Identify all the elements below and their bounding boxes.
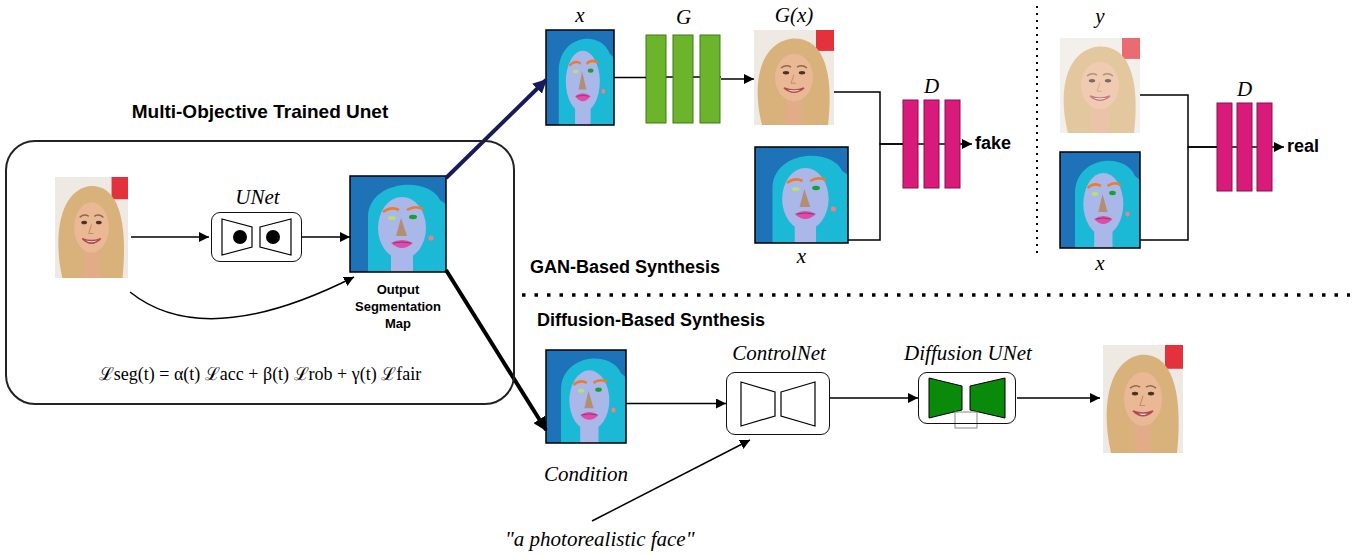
section-title: GAN-Based Synthesis	[530, 257, 720, 277]
skip-block	[955, 412, 977, 428]
generator-bar	[646, 35, 666, 123]
label-slot: Diffusion-Based Synthesis	[537, 310, 765, 331]
face-image	[1103, 345, 1183, 453]
group-box: Multi-Objective Trained Unetℒseg(t) = α(…	[5, 140, 515, 405]
connector	[848, 144, 903, 240]
connector	[1140, 95, 1217, 147]
node-label: x	[1070, 252, 1130, 275]
image-node: x	[546, 30, 614, 125]
connector	[721, 78, 754, 80]
node-label: Condition	[516, 463, 656, 486]
connector	[626, 403, 726, 405]
encoder-shape	[741, 382, 775, 426]
label-slot: fake	[975, 133, 1011, 154]
decoder-shape	[781, 382, 815, 426]
node-label: x	[772, 245, 832, 268]
image-node: G(x)	[754, 30, 834, 125]
dot	[266, 230, 280, 244]
face-image	[754, 30, 834, 125]
node-label: D	[1215, 78, 1275, 101]
label-slot: "a photorealistic face"	[505, 527, 695, 552]
label-slot: real	[1287, 136, 1319, 157]
image-node: x	[755, 147, 848, 243]
discriminator-bar	[903, 100, 918, 188]
image-node: y	[1060, 38, 1140, 133]
dot	[233, 230, 247, 244]
controlnet-box: ControlNet	[726, 372, 830, 435]
connector	[302, 236, 350, 238]
node-label: Diffusion UNet	[878, 342, 1058, 365]
segmentation-map	[546, 30, 614, 125]
node-label: D	[902, 75, 962, 98]
face-image	[1060, 38, 1140, 133]
segmentation-map	[1060, 152, 1140, 248]
output-label: fake	[975, 133, 1011, 153]
curved-arrow	[130, 277, 354, 319]
discriminator-node: D	[903, 100, 960, 188]
connector	[830, 397, 918, 399]
segmentation-map	[546, 350, 626, 443]
encoder-shape	[222, 219, 252, 255]
dotted-divider	[1036, 6, 1038, 258]
discriminator-bar	[1237, 103, 1252, 191]
condition-node: Condition	[546, 350, 626, 443]
connector	[446, 270, 546, 430]
discriminator-bar	[1217, 103, 1232, 191]
connector	[834, 92, 903, 144]
segmentation-map	[350, 176, 446, 272]
arrow	[1017, 397, 1100, 399]
diffusion-unet-box: Diffusion UNet	[918, 372, 1016, 424]
arrow	[131, 236, 209, 238]
prompt-text: "a photorealistic face"	[505, 527, 695, 551]
generator-bar	[700, 35, 720, 123]
node-label: UNet	[198, 186, 318, 209]
face-image	[55, 177, 128, 278]
segmentation-node: Output Segmentation Map	[350, 176, 446, 272]
generator-bar	[673, 35, 693, 123]
discriminator-bar	[924, 100, 939, 188]
discriminator-bar	[1257, 103, 1272, 191]
decoder-shape	[260, 219, 291, 255]
node-label: x	[550, 4, 610, 27]
image-node: x	[1060, 152, 1140, 248]
node-label: ControlNet	[699, 342, 859, 365]
generator-node: G	[646, 35, 721, 123]
node-body: ℒseg(t) = α(t) ℒacc + β(t) ℒrob + γ(t) ℒ…	[99, 361, 421, 385]
dotted-divider	[522, 293, 1350, 297]
node-label: y	[1070, 5, 1130, 28]
node-label: G(x)	[754, 4, 834, 27]
discriminator-bar	[945, 100, 960, 188]
connector	[446, 80, 546, 178]
discriminator-node: D	[1217, 103, 1272, 191]
connector	[1140, 147, 1217, 240]
segmentation-map	[755, 147, 848, 243]
node-label: Multi-Objective Trained Unet	[132, 101, 389, 123]
unet-box: UNet	[211, 212, 302, 262]
node-label: Output Segmentation Map	[348, 282, 448, 333]
label-slot: GAN-Based Synthesis	[530, 257, 720, 278]
connector	[614, 77, 646, 79]
node-label: G	[654, 6, 714, 29]
output-label: real	[1287, 136, 1319, 156]
section-title: Diffusion-Based Synthesis	[537, 310, 765, 330]
